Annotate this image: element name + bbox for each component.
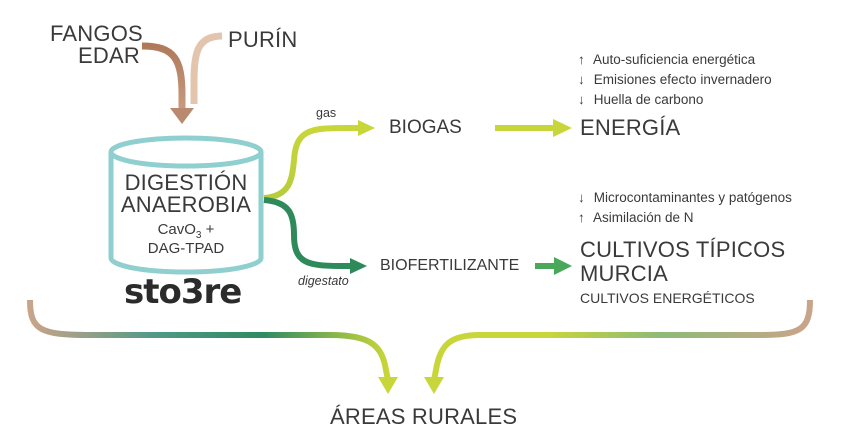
benefit-item: ↓ Emisiones efecto invernadero: [578, 72, 772, 87]
arrow-down-icon: ↓: [578, 92, 585, 107]
benefit-text: Microcontaminantes y patógenos: [593, 190, 792, 205]
benefit-text: Auto-suficiencia energética: [593, 52, 756, 67]
cavo3-label: CavO3 +: [111, 221, 261, 241]
digestato-flow-arrow: [263, 197, 352, 269]
cultivos-arrowhead: [554, 257, 572, 275]
purin-label: PURÍN: [228, 27, 298, 52]
biogas-label: BIOGAS: [389, 117, 462, 138]
fangos-flow-arrow: [141, 42, 186, 110]
purin-flow-arrow: [190, 32, 223, 104]
cavo3-subscript: 3: [195, 230, 202, 241]
digestion-label: DIGESTIÓN: [124, 170, 248, 195]
biofertilizante-label: BIOFERTILIZANTE: [380, 257, 520, 274]
energia-arrowhead: [553, 119, 572, 137]
cavo3-plus: +: [201, 221, 215, 238]
gas-flow-arrow: [263, 125, 360, 201]
arrow-up-icon: ↑: [578, 210, 585, 225]
gas-arrowhead: [358, 120, 375, 136]
digestato-label: digestato: [298, 274, 349, 288]
digester-tank: [108, 135, 264, 275]
benefit-item: ↓ Huella de carbono: [578, 92, 703, 107]
benefit-text: Asimilación de N: [593, 210, 694, 225]
bracket-right: [431, 299, 813, 381]
fangos-arrowhead: [170, 108, 194, 124]
digestato-arrowhead: [350, 258, 367, 274]
areas-rurales-label: ÁREAS RURALES: [330, 404, 518, 429]
benefit-item: ↑ Auto-suficiencia energética: [578, 52, 755, 67]
benefit-item: ↓ Microcontaminantes y patógenos: [578, 190, 792, 205]
dag-tpad-label: DAG-TPAD: [147, 240, 225, 257]
benefit-item: ↑ Asimilación de N: [578, 210, 694, 225]
gas-label: gas: [316, 106, 337, 120]
bracket-left: [27, 299, 391, 381]
edar-label: EDAR: [78, 43, 140, 68]
arrow-down-icon: ↓: [578, 190, 585, 205]
arrow-down-icon: ↓: [578, 72, 585, 87]
cultivos-energeticos-label: CULTIVOS ENERGÉTICOS: [580, 290, 755, 306]
sto3re-logo: sto3re: [124, 272, 242, 312]
cultivos-tipicos-label: CULTIVOS TÍPICOS: [580, 237, 786, 262]
fangos-label: FANGOS: [50, 21, 143, 46]
rurales-arrowhead-right: [424, 377, 444, 394]
rurales-arrowhead-left: [378, 377, 398, 394]
energia-label: ENERGÍA: [580, 115, 681, 140]
cavo3-text: CavO: [157, 221, 196, 238]
anaerobia-label: ANAEROBIA: [120, 192, 252, 217]
benefit-text: Huella de carbono: [593, 92, 704, 107]
arrow-up-icon: ↑: [578, 52, 585, 67]
murcia-label: MURCIA: [580, 261, 668, 286]
benefit-text: Emisiones efecto invernadero: [593, 72, 772, 87]
